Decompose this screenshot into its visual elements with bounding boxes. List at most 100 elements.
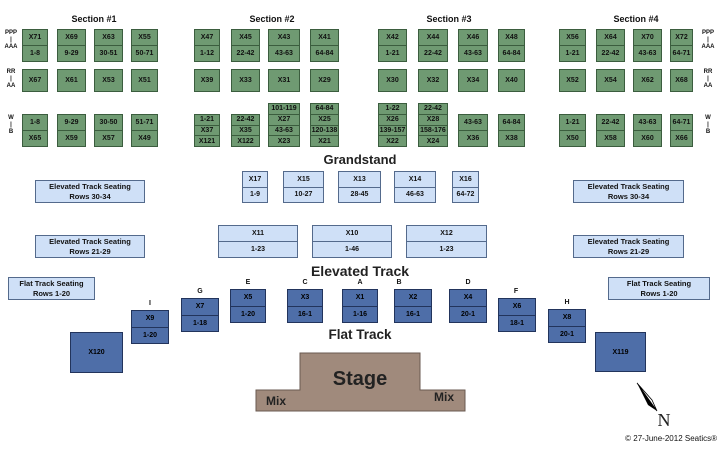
section-x32[interactable]: X32 <box>418 69 448 92</box>
section-x61[interactable]: X61 <box>57 69 86 92</box>
section-3-title: Section #3 <box>426 14 472 24</box>
section-number: X71 <box>23 30 47 46</box>
section-number: X58 <box>604 135 617 142</box>
section-number: X22 <box>386 137 399 145</box>
section-1-title: Section #1 <box>71 14 117 24</box>
section-x120[interactable]: X120 <box>70 332 123 373</box>
section-x68[interactable]: X68 <box>670 69 693 92</box>
section-number: X23 <box>277 137 291 145</box>
section-x39[interactable]: X39 <box>194 69 220 92</box>
section-number: X26 <box>379 115 406 126</box>
section-x119[interactable]: X119 <box>595 332 646 372</box>
row-range: 43-63 <box>638 50 657 57</box>
section-number: X66 <box>675 135 688 142</box>
section-x67[interactable]: X67 <box>22 69 48 92</box>
row-range: 1-12 <box>199 50 214 57</box>
section-x51[interactable]: X51 <box>131 69 158 92</box>
row-range: 22-42 <box>601 50 620 57</box>
mix-right-label: Mix <box>433 390 454 404</box>
row-range: 64-84 <box>311 104 338 115</box>
section-x29[interactable]: X29 <box>310 69 339 92</box>
row-range: 43-63 <box>459 115 487 131</box>
row-range: 1-21 <box>385 50 400 57</box>
section-x33[interactable]: X33 <box>231 69 260 92</box>
section-x31[interactable]: X31 <box>268 69 300 92</box>
section-x62[interactable]: X62 <box>633 69 662 92</box>
section-number: X121 <box>198 137 216 145</box>
section-number: X45 <box>232 30 259 46</box>
section-number: X65 <box>28 135 42 142</box>
section-x52[interactable]: X52 <box>559 69 586 92</box>
section-2-title: Section #2 <box>249 14 295 24</box>
section-x54[interactable]: X54 <box>596 69 625 92</box>
section-x30[interactable]: X30 <box>378 69 407 92</box>
row-range: 1-8 <box>23 115 47 131</box>
section-number: X36 <box>466 135 480 142</box>
section-x53[interactable]: X53 <box>94 69 123 92</box>
row-range: 64-84 <box>502 50 521 57</box>
section-4-title: Section #4 <box>613 14 659 24</box>
section-number: X43 <box>269 30 299 46</box>
section-number: X38 <box>505 135 518 142</box>
row-letter-i: I <box>149 300 151 307</box>
section-x40[interactable]: X40 <box>498 69 525 92</box>
section-x34[interactable]: X34 <box>458 69 488 92</box>
section-number: X35 <box>232 126 259 137</box>
